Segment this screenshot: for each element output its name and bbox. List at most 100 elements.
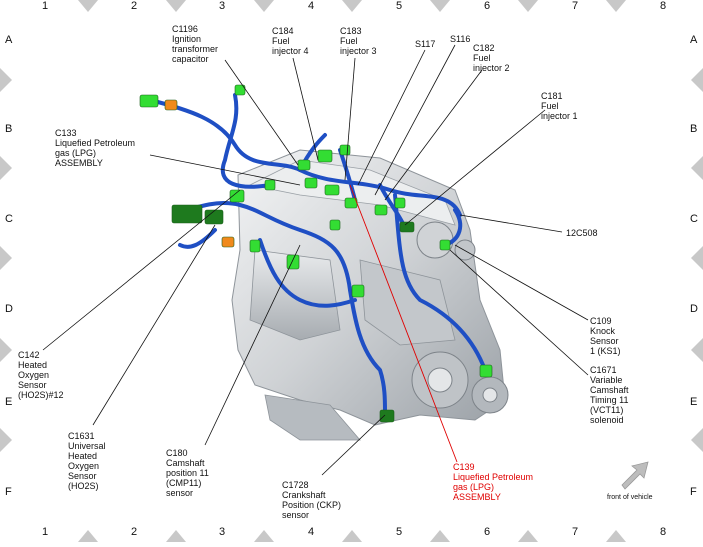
grid-row-left-e: E: [5, 396, 13, 408]
grid-row-right-b: B: [690, 123, 698, 135]
label-c180: C180 Camshaft position 11 (CMP11) sensor: [166, 448, 209, 498]
label-c183: C183 Fuel injector 3: [340, 26, 377, 56]
grid-col-bottom-7: 7: [572, 526, 579, 538]
grid-marker-bottom: [342, 530, 362, 542]
grid-row-right-c: C: [690, 213, 698, 225]
connector-15: [171, 204, 203, 224]
grid-row-right-e: E: [690, 396, 698, 408]
label-c1671: C1671 Variable Camshaft Timing 11 (VCT11…: [590, 365, 629, 425]
label-s116: S116: [450, 34, 471, 44]
grid-marker-right: [691, 246, 703, 270]
grid-col-top-1: 1: [42, 0, 49, 12]
grid-col-top-7: 7: [572, 0, 579, 12]
grid-marker-left: [0, 156, 12, 180]
grid-col-top-6: 6: [484, 0, 491, 12]
connector-1: [139, 94, 159, 108]
connector-24: [329, 219, 341, 231]
grid-col-bottom-1: 1: [42, 526, 49, 538]
grid-marker-left: [0, 338, 12, 362]
connector-10: [374, 204, 388, 216]
connector-5: [317, 149, 333, 163]
connector-23: [379, 409, 395, 423]
grid-row-left-b: B: [5, 123, 13, 135]
connector-2: [164, 99, 178, 111]
leader-lines: [42, 44, 589, 476]
grid-marker-left: [0, 68, 12, 92]
engine-illustration: [231, 149, 509, 441]
label-front-of-vehicle: front of vehicle: [607, 494, 653, 501]
label-c133: C133 Liquefied Petroleum gas (LPG) ASSEM…: [55, 128, 136, 168]
label-c1196: C1196 Ignition transformer capacitor: [172, 24, 219, 64]
connector-3: [234, 84, 246, 96]
connector-12: [399, 221, 415, 233]
c139-highlight-line: [349, 184, 458, 463]
grid-row-left-d: D: [5, 303, 13, 315]
grid-marker-left: [0, 428, 12, 452]
grid-marker-right: [691, 338, 703, 362]
connector-19: [249, 239, 261, 253]
grid-marker-top: [342, 0, 362, 12]
connector-16: [204, 209, 224, 225]
grid-marker-right: [691, 428, 703, 452]
connector-18: [286, 254, 300, 270]
grid-marker-bottom: [430, 530, 450, 542]
connector-21: [439, 239, 451, 251]
connectors: [139, 84, 493, 423]
connector-20: [351, 284, 365, 298]
grid-marker-bottom: [254, 530, 274, 542]
label-c184: C184 Fuel injector 4: [272, 26, 309, 56]
label-c182: C182 Fuel injector 2: [473, 43, 510, 73]
grid-row-right-d: D: [690, 303, 698, 315]
label-c1631: C1631 Universal Heated Oxygen Sensor (HO…: [68, 431, 106, 491]
connector-7: [304, 177, 318, 189]
grid-row-left-f: F: [5, 486, 12, 498]
connector-22: [479, 364, 493, 378]
grid-col-top-5: 5: [396, 0, 403, 12]
grid-marker-right: [691, 156, 703, 180]
grid-marker-bottom: [606, 530, 626, 542]
grid-col-top-4: 4: [308, 0, 315, 12]
connector-4: [297, 159, 311, 171]
label-c142: C142 Heated Oxygen Sensor (HO2S)#12: [18, 350, 64, 400]
grid-row-left-c: C: [5, 213, 13, 225]
grid-marker-bottom: [166, 530, 186, 542]
label-c181: C181 Fuel injector 1: [541, 91, 578, 121]
connector-17: [221, 236, 235, 248]
wiring-harness: [148, 93, 487, 414]
grid-marker-top: [78, 0, 98, 12]
label-c139: C139 Liquefied Petroleum gas (LPG) ASSEM…: [453, 462, 534, 502]
connector-13: [264, 179, 276, 191]
grid-col-top-3: 3: [219, 0, 226, 12]
connector-11: [394, 197, 406, 209]
grid-col-top-2: 2: [131, 0, 138, 12]
grid-row-left-a: A: [5, 34, 13, 46]
grid-row-right-a: A: [690, 34, 698, 46]
label-c109: C109 Knock Sensor 1 (KS1): [590, 316, 621, 356]
grid-marker-bottom: [78, 530, 98, 542]
grid-marker-top: [166, 0, 186, 12]
grid-col-bottom-5: 5: [396, 526, 403, 538]
grid-marker-top: [606, 0, 626, 12]
connector-8: [324, 184, 340, 196]
grid-col-bottom-2: 2: [131, 526, 138, 538]
grid-marker-top: [518, 0, 538, 12]
grid-marker-right: [691, 68, 703, 92]
label-s117: S117: [415, 39, 436, 49]
front-arrow-icon: [621, 461, 649, 490]
connector-6: [339, 144, 351, 156]
label-c1728: C1728 Crankshaft Position (CKP) sensor: [282, 480, 342, 520]
grid-col-bottom-6: 6: [484, 526, 491, 538]
grid-col-top-8: 8: [660, 0, 667, 12]
grid-col-bottom-8: 8: [660, 526, 667, 538]
grid-col-bottom-3: 3: [219, 526, 226, 538]
grid-marker-top: [254, 0, 274, 12]
label-12c508: 12C508: [566, 228, 598, 238]
connector-14: [229, 189, 245, 203]
grid-marker-top: [430, 0, 450, 12]
grid-row-right-f: F: [690, 486, 697, 498]
grid-marker-bottom: [518, 530, 538, 542]
grid-col-bottom-4: 4: [308, 526, 315, 538]
